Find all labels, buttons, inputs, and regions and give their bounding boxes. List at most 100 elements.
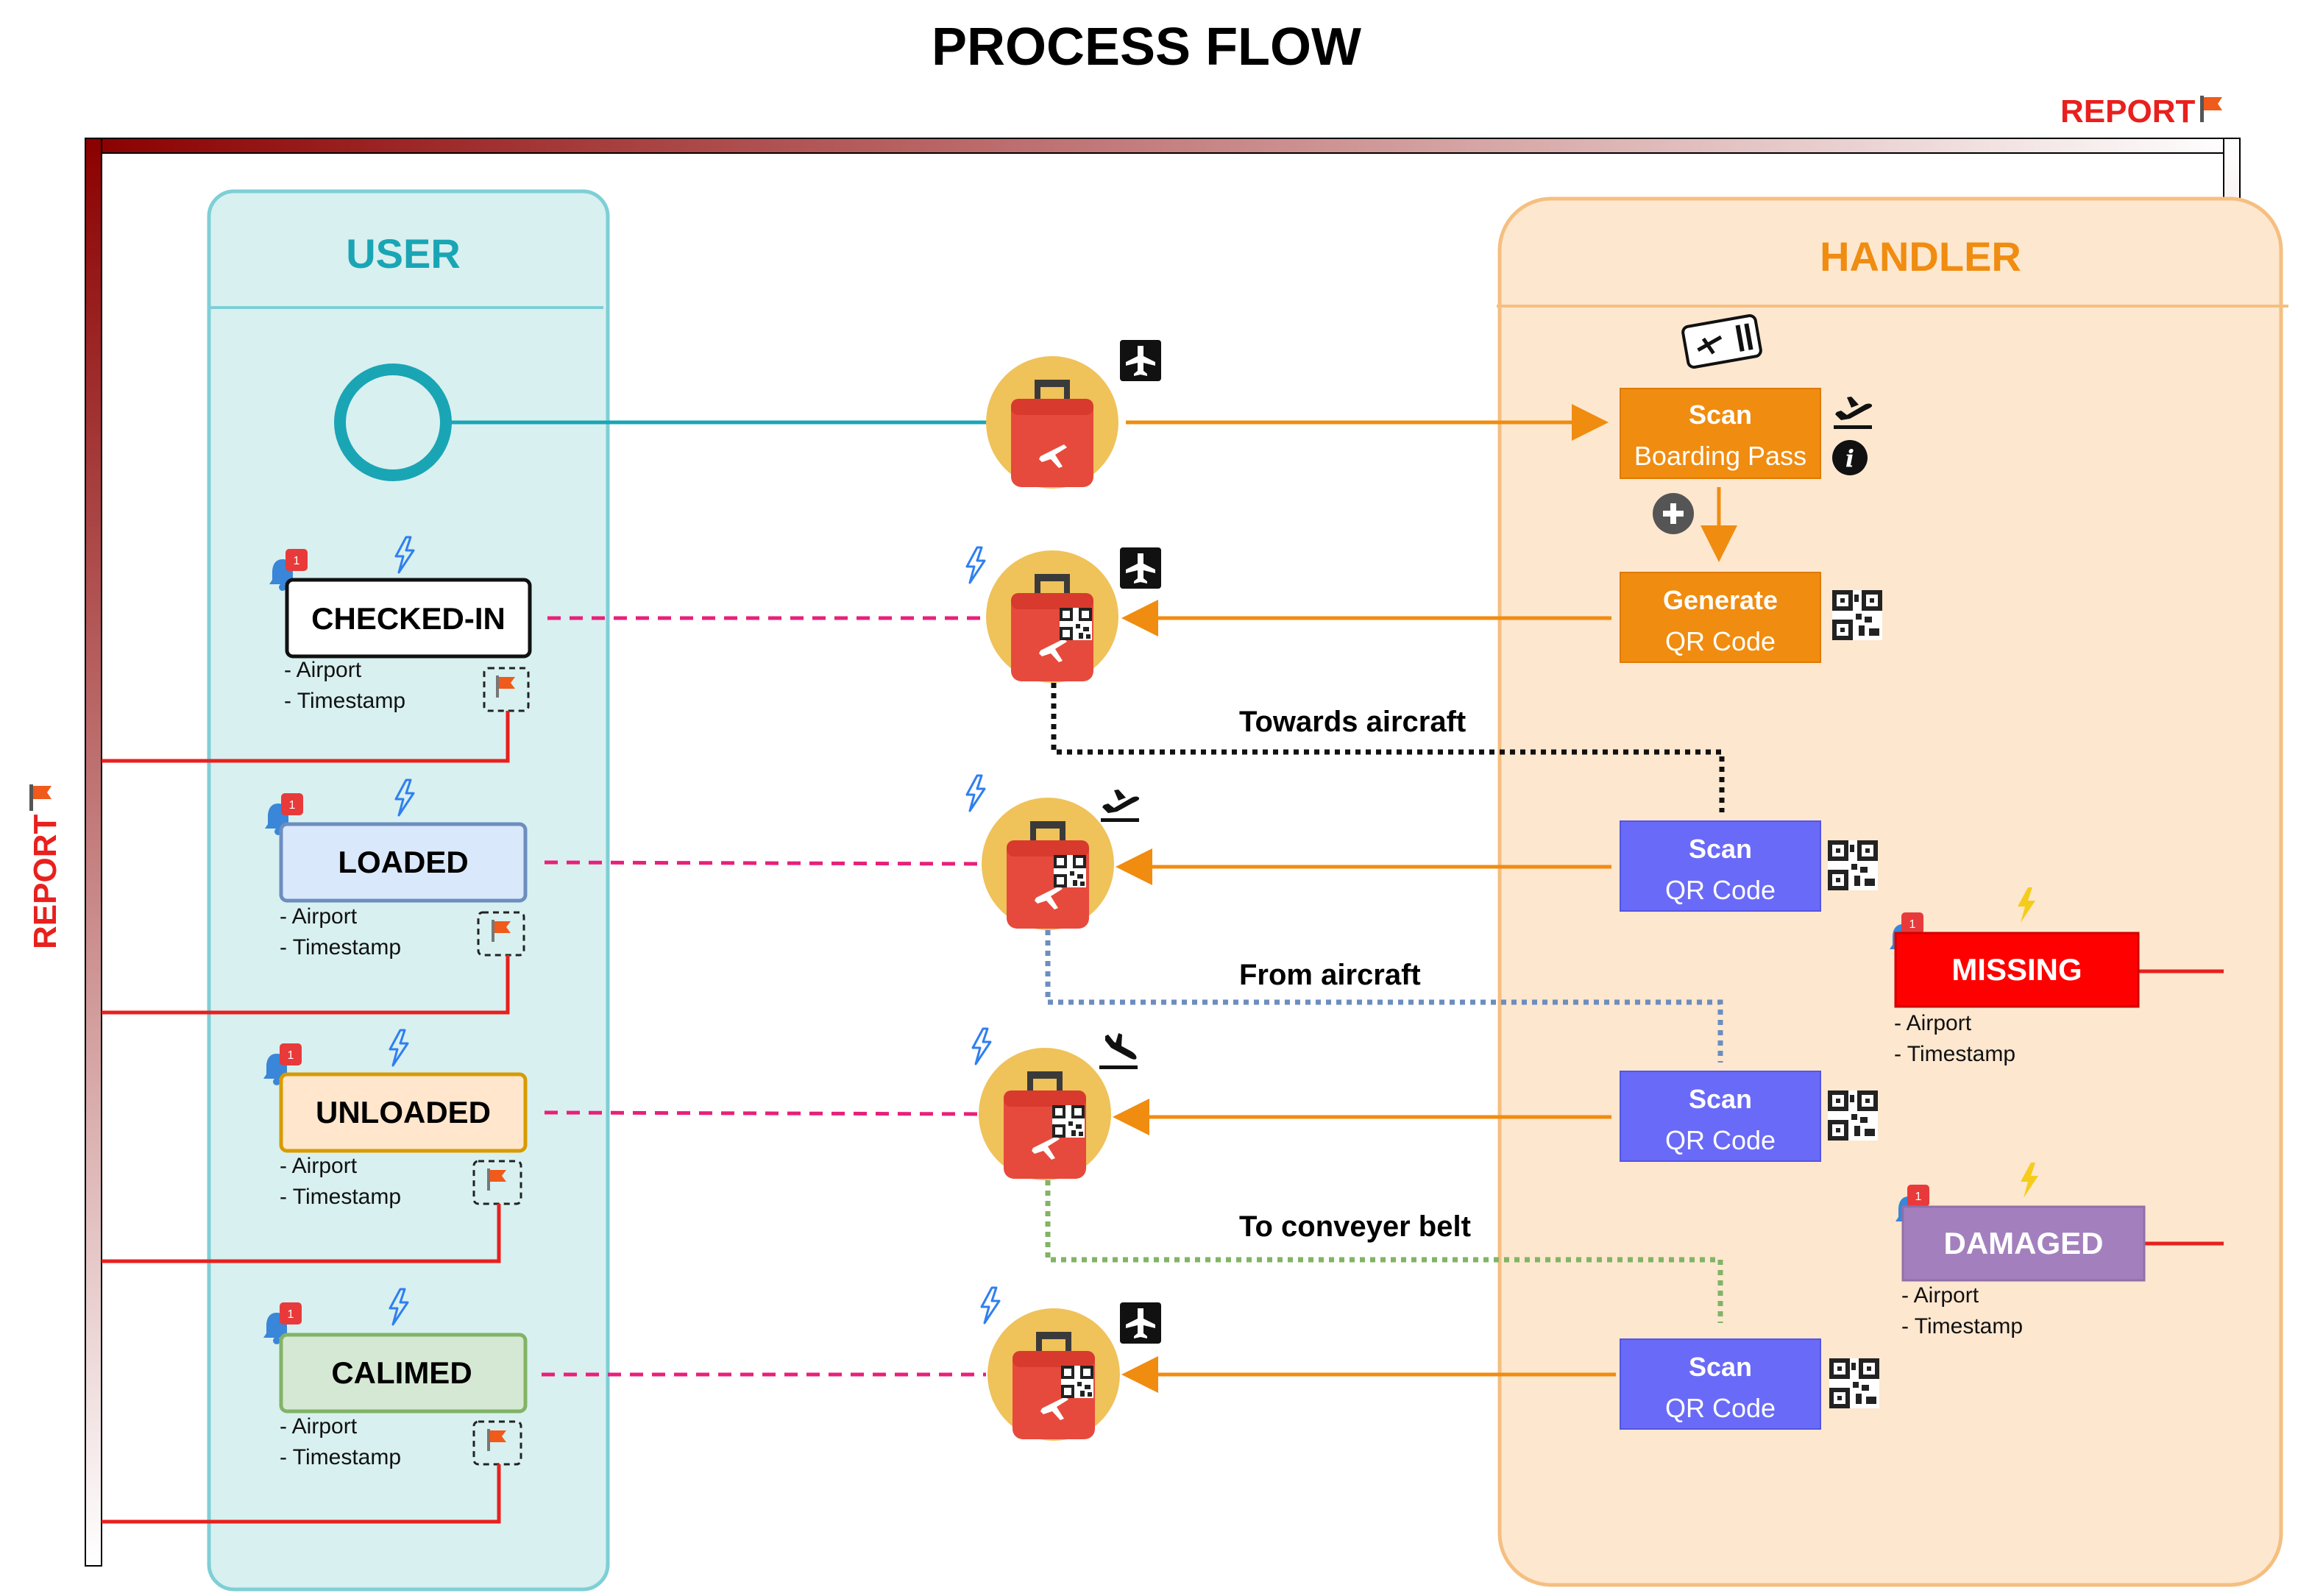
state-meta: - Airport xyxy=(280,904,358,929)
svg-text:Scan: Scan xyxy=(1689,1352,1752,1382)
state-damaged[interactable] xyxy=(1901,1205,2146,1282)
qr-code-icon xyxy=(1051,1104,1086,1139)
edge-label: Towards aircraft xyxy=(1239,706,1466,738)
state-meta: - Airport xyxy=(1894,1011,1972,1035)
flag-icon xyxy=(29,784,52,811)
state-meta: - Timestamp xyxy=(280,935,401,960)
boarding-pass-icon xyxy=(1681,314,1762,369)
svg-text:1: 1 xyxy=(1915,1191,1922,1203)
handler-lane-title: HANDLER xyxy=(1820,233,2021,280)
scan-boarding-pass-button[interactable] xyxy=(1620,388,1821,479)
airplane-icon xyxy=(1120,340,1161,381)
state-links xyxy=(542,616,986,1377)
state-label: LOADED xyxy=(338,845,468,879)
svg-text:1: 1 xyxy=(288,1049,294,1062)
qr-code-icon xyxy=(1828,1090,1878,1141)
page-title: PROCESS FLOW xyxy=(932,18,1361,77)
state-claimed[interactable] xyxy=(279,1333,528,1414)
state-meta: - Airport xyxy=(1901,1283,1979,1308)
state-meta: - Airport xyxy=(280,1414,358,1439)
state-unloaded[interactable] xyxy=(279,1072,528,1153)
edge-label: From aircraft xyxy=(1239,959,1421,991)
state-meta: - Timestamp xyxy=(1901,1314,2023,1338)
departure-icon xyxy=(1101,790,1140,822)
svg-text:QR Code: QR Code xyxy=(1665,626,1776,656)
user-lane-title: USER xyxy=(346,230,461,277)
state-label: UNLOADED xyxy=(316,1095,491,1129)
state-meta: - Timestamp xyxy=(284,689,405,713)
airplane-icon xyxy=(1120,547,1161,589)
handler-arrows xyxy=(1113,404,1737,1393)
svg-text:1: 1 xyxy=(294,555,300,567)
start-node[interactable] xyxy=(334,363,452,481)
notification-badge xyxy=(281,793,303,815)
state-meta: - Airport xyxy=(280,1154,358,1178)
svg-text:i: i xyxy=(1845,444,1854,472)
lightning-icon xyxy=(971,1027,992,1065)
qr-code-icon xyxy=(1060,1364,1095,1400)
qr-code-icon xyxy=(1052,854,1088,889)
notification-badge xyxy=(1907,1185,1929,1207)
state-checked-in[interactable] xyxy=(285,578,532,659)
qr-code-icon xyxy=(1829,1358,1879,1408)
report-flag-button[interactable] xyxy=(477,911,525,957)
svg-text:Generate: Generate xyxy=(1663,585,1778,615)
notification-badge xyxy=(286,549,308,571)
handler-lane xyxy=(1497,196,2283,1587)
svg-text:1: 1 xyxy=(1909,918,1916,931)
state-meta: - Timestamp xyxy=(280,1185,401,1209)
edge-to-conveyor xyxy=(1045,1180,1723,1323)
notification-badge xyxy=(280,1302,302,1324)
report-bar-top xyxy=(85,138,2241,154)
luggage-icon xyxy=(986,356,1118,489)
plus-icon[interactable] xyxy=(1653,493,1694,534)
svg-text:1: 1 xyxy=(288,1308,294,1321)
luggage-icon xyxy=(979,1048,1111,1180)
qr-code-icon xyxy=(1832,590,1882,640)
state-missing[interactable] xyxy=(1894,932,2140,1008)
state-meta: - Airport xyxy=(284,658,362,682)
state-label: CHECKED-IN xyxy=(311,601,506,636)
info-icon: i xyxy=(1832,440,1868,475)
notification-badge xyxy=(280,1043,302,1065)
qr-code-icon xyxy=(1058,606,1093,642)
report-bar-left xyxy=(85,138,102,1567)
svg-text:QR Code: QR Code xyxy=(1665,1393,1776,1423)
state-meta: - Timestamp xyxy=(280,1445,401,1469)
svg-text:REPORT: REPORT xyxy=(27,815,63,949)
report-label-top: REPORT xyxy=(2060,93,2195,130)
edge-towards-aircraft xyxy=(1051,683,1725,812)
svg-text:1: 1 xyxy=(289,799,296,812)
svg-text:QR Code: QR Code xyxy=(1665,875,1776,905)
lightning-icon xyxy=(965,774,986,812)
notification-badge xyxy=(1901,912,1923,934)
edge-label: To conveyer belt xyxy=(1239,1210,1471,1243)
luggage-icon xyxy=(982,798,1114,930)
arrival-icon xyxy=(1099,1033,1138,1069)
state-loaded[interactable] xyxy=(279,822,528,903)
lightning-icon xyxy=(965,546,986,584)
luggage-icon xyxy=(987,1308,1120,1441)
state-meta: - Timestamp xyxy=(1894,1042,2015,1066)
svg-text:Scan: Scan xyxy=(1689,400,1752,430)
flag-icon xyxy=(2200,96,2222,122)
generate-qr-button[interactable] xyxy=(1620,572,1821,663)
qr-code-icon xyxy=(1828,840,1878,890)
report-connectors xyxy=(102,711,2224,1524)
state-label: DAMAGED xyxy=(1944,1226,2104,1260)
state-label: CALIMED xyxy=(331,1355,472,1390)
svg-text:Scan: Scan xyxy=(1689,834,1752,864)
state-label: MISSING xyxy=(1951,952,2082,987)
scan-qr-button-unloaded[interactable] xyxy=(1620,1071,1821,1162)
scan-qr-button-claimed[interactable] xyxy=(1620,1338,1821,1430)
scan-qr-button-loaded[interactable] xyxy=(1620,820,1821,912)
lightning-icon xyxy=(980,1286,1001,1324)
svg-text:Scan: Scan xyxy=(1689,1084,1752,1114)
edge-from-aircraft xyxy=(1045,930,1723,1063)
svg-text:Boarding Pass: Boarding Pass xyxy=(1634,441,1806,471)
luggage-icon xyxy=(986,550,1118,683)
svg-text:QR Code: QR Code xyxy=(1665,1125,1776,1155)
airplane-icon xyxy=(1120,1302,1161,1344)
report-label-left: REPORT xyxy=(27,815,63,949)
